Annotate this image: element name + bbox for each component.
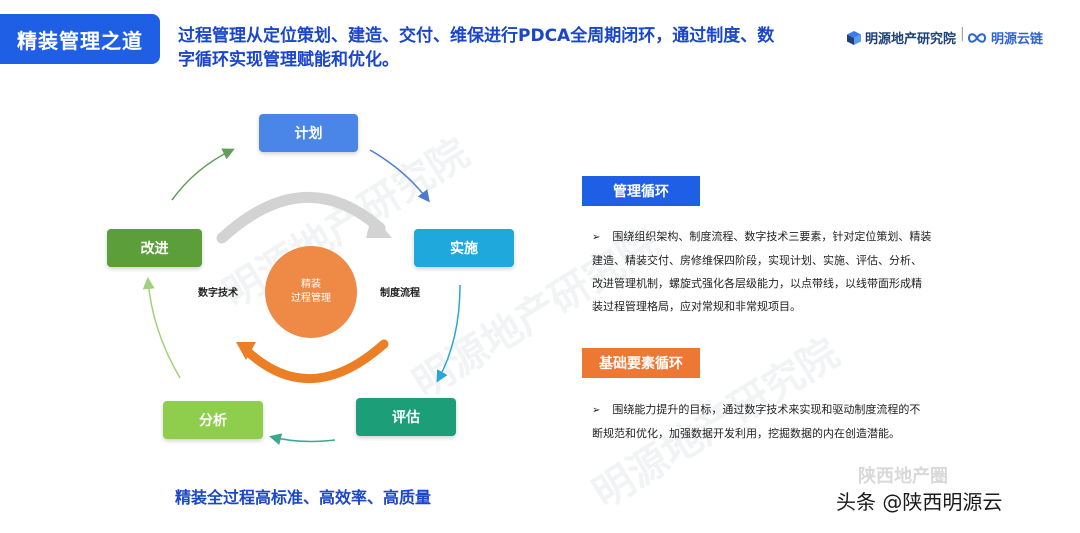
brand-secondary-text: 明源云链 (991, 32, 1044, 47)
brand-primary-text: 明源地产研究院 (865, 32, 957, 47)
footer-watermark: 陕西地产圈 (858, 466, 948, 487)
core-circle: 精装 过程管理 (265, 246, 357, 338)
section-title-management-cycle: 管理循环 (582, 176, 700, 206)
node-evaluate: 评估 (356, 398, 456, 436)
arrow-plan-to-do (369, 149, 430, 203)
label-digital-tech: 数字技术 (198, 288, 238, 299)
footer-source: 头条 @陕西明源云 (836, 490, 1003, 514)
core-line2: 过程管理 (291, 293, 331, 304)
infinity-logo-icon (967, 32, 987, 43)
section-body: 围绕能力提升的目标，通过数字技术来实现和驱动制度流程的不断规范和优化，加强数据开… (592, 403, 921, 440)
arrow-analyze-to-improve (142, 277, 181, 379)
node-do: 实施 (414, 229, 514, 267)
node-plan: 计划 (259, 114, 358, 152)
section-text-basic-elements: ➢围绕能力提升的目标，通过数字技术来实现和驱动制度流程的不断规范和优化，加强数据… (592, 398, 922, 445)
section-text-management-cycle: ➢围绕组织架构、制度流程、数字技术三要素，针对定位策划、精装建造、精装交付、房修… (592, 225, 932, 318)
brand-logo-secondary: 明源云链 (967, 28, 1043, 47)
bullet-arrow-icon: ➢ (592, 232, 601, 243)
section-tag: 精装管理之道 (0, 14, 160, 64)
label-process: 制度流程 (380, 288, 420, 299)
inner-arc-gray (216, 192, 386, 244)
core-line1: 精装 (301, 279, 321, 290)
inner-arc-orange-head (236, 342, 256, 360)
bottom-title: 精装全过程高标准、高效率、高质量 (175, 488, 432, 507)
arrow-evaluate-to-analyze (269, 433, 336, 446)
node-analyze: 分析 (163, 401, 263, 439)
inner-arc-gray-head (366, 214, 392, 238)
cube-logo-icon (847, 30, 861, 45)
brand-separator: | (960, 26, 965, 42)
brand-logo-primary: 明源地产研究院 (847, 28, 956, 47)
page-headline: 过程管理从定位策划、建造、交付、维保进行PDCA全周期闭环，通过制度、数字循环实… (178, 26, 775, 70)
arrow-do-to-evaluate (436, 284, 461, 383)
arrow-improve-to-plan (171, 148, 235, 201)
node-improve: 改进 (107, 229, 202, 267)
bullet-arrow-icon: ➢ (592, 405, 601, 416)
inner-arc-orange (241, 339, 389, 383)
section-title-basic-elements: 基础要素循环 (582, 348, 700, 378)
section-body: 围绕组织架构、制度流程、数字技术三要素，针对定位策划、精装建造、精装交付、房修维… (592, 230, 932, 313)
